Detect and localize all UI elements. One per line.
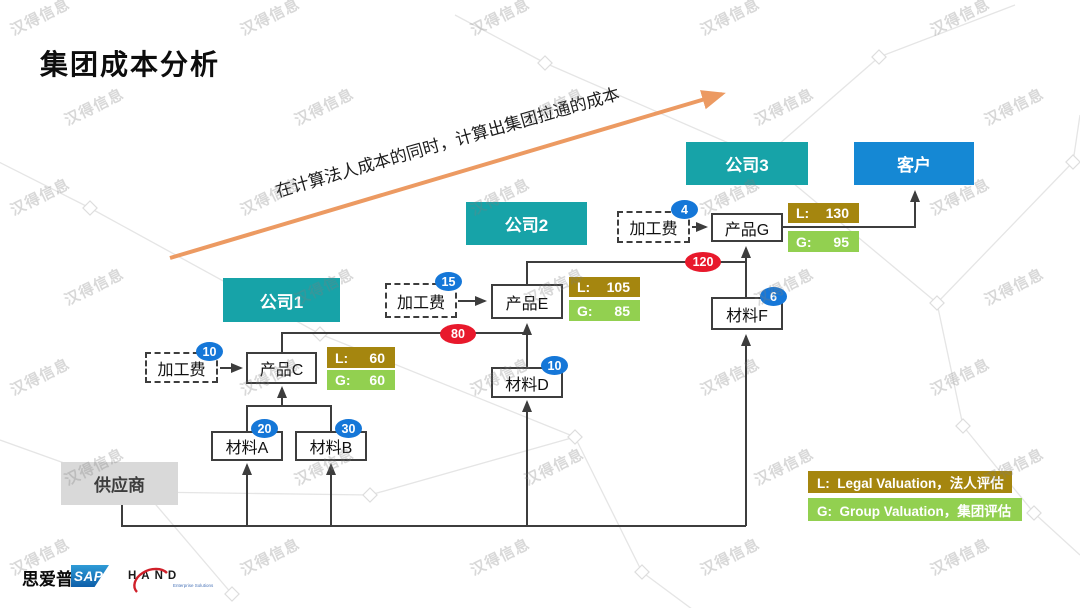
sap-logo-text: SAP <box>74 568 104 584</box>
qty-badge-material-f: 6 <box>760 287 787 306</box>
flow-badge-80: 80 <box>440 324 476 344</box>
company1-box: 公司1 <box>223 278 340 322</box>
company2-box: 公司2 <box>466 202 587 245</box>
qty-badge-fee2: 15 <box>435 272 462 291</box>
product-c-legal-value: L: 60 <box>327 347 395 368</box>
company3-box: 公司3 <box>686 142 808 185</box>
fee2-box: 加工费 <box>385 283 457 318</box>
hand-swoosh-icon <box>133 567 168 593</box>
group-key: G: <box>577 302 593 319</box>
product-g-legal-value: L: 130 <box>788 203 859 223</box>
product-e-legal-value: L: 105 <box>569 277 640 297</box>
legal-value: 130 <box>825 205 849 221</box>
legal-value: 105 <box>606 279 630 295</box>
qty-badge-material-b: 30 <box>335 419 362 438</box>
page-title: 集团成本分析 <box>40 49 221 80</box>
sap-logo: SAP <box>71 565 109 587</box>
hand-logo: HAND Enterprise Solutions <box>128 567 213 593</box>
group-key: G: <box>335 372 351 388</box>
qty-badge-fee1: 10 <box>196 342 223 361</box>
legal-key: L: <box>335 349 349 366</box>
supplier-box: 供应商 <box>61 462 178 505</box>
product-g-box: 产品G <box>711 213 783 242</box>
group-value: 95 <box>833 233 849 250</box>
product-g-group-value: G: 95 <box>788 231 859 252</box>
flow-badge-120: 120 <box>685 252 721 272</box>
qty-badge-material-a: 20 <box>251 419 278 438</box>
product-e-box: 产品E <box>491 284 563 319</box>
product-e-group-value: G: 85 <box>569 300 640 321</box>
legal-value: 60 <box>369 349 385 366</box>
group-value: 60 <box>369 372 385 388</box>
legal-key: L: <box>577 279 591 295</box>
group-key: G: <box>796 233 812 250</box>
material-a-box: 材料A <box>211 431 283 461</box>
customer-box: 客户 <box>854 142 974 185</box>
annotation-text: 在计算法人成本的同时，计算出集团拉通的成本 <box>273 84 622 202</box>
hand-tagline: Enterprise Solutions <box>173 583 214 588</box>
product-c-box: 产品C <box>246 352 317 384</box>
group-value: 85 <box>614 302 630 319</box>
qty-badge-material-d: 10 <box>541 356 568 375</box>
legend-legal: L: Legal Valuation，法人评估 <box>808 471 1012 493</box>
legend-group: G: Group Valuation，集团评估 <box>808 498 1022 521</box>
qty-badge-fee3: 4 <box>671 200 698 219</box>
sap-chinese-label: 思爱普 <box>22 570 73 589</box>
legal-key: L: <box>796 205 810 221</box>
product-c-group-value: G: 60 <box>327 370 395 390</box>
